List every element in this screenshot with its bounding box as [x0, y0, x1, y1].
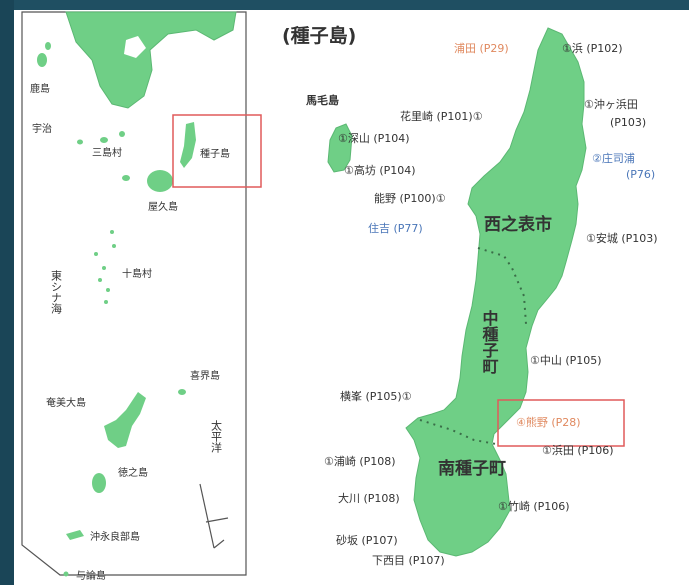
top-border [0, 0, 689, 10]
label-toshima: 十島村 [122, 267, 152, 280]
island-small-1 [45, 42, 51, 50]
place-miyama: ①深山 (P104) [338, 132, 410, 145]
place-yokomine: 横峯 (P105)① [340, 389, 412, 403]
island-dot [104, 300, 108, 304]
place-kumano: ④熊野 (P28) [516, 415, 581, 429]
label-pacific: 太平洋 [210, 420, 223, 453]
inset-tanegashima [180, 122, 196, 168]
kyushu-land [65, 11, 237, 109]
place-okawa: 大川 (P108) [338, 491, 400, 505]
inset-amami [104, 392, 146, 448]
label-tanegashima-inset: 種子島 [200, 147, 230, 160]
island-koshiki [37, 53, 47, 67]
label-amami: 奄美大島 [46, 396, 86, 409]
label-uji: 宇治 [32, 122, 52, 135]
left-border [0, 0, 14, 585]
inset-tokunoshima [92, 473, 106, 493]
island-takeshima [119, 131, 125, 137]
place-okigahamada-page: (P103) [610, 116, 646, 129]
place-okigahamada: ①沖ヶ浜田 [584, 98, 638, 111]
place-urasaki: ①浦崎 (P108) [324, 454, 396, 468]
place-nakayama: ①中山 (P105) [530, 354, 602, 367]
label-east-china-sea: 東シナ海 [50, 270, 63, 315]
label-nakatane: 中種子町 [480, 309, 499, 375]
inset-kikaijima [178, 389, 186, 395]
island-iojima [100, 137, 108, 143]
label-nishinoomote: 西之表市 [484, 214, 552, 235]
place-noma: 能野 (P100)① [374, 191, 446, 205]
island-dot [106, 288, 110, 292]
island-dot [98, 278, 102, 282]
label-minamitane: 南種子町 [438, 458, 506, 479]
island-dot [102, 266, 106, 270]
map-title: (種子島) [282, 24, 356, 47]
inset-map: 鹿島 宇治 三島村 種子島 屋久島 十島村 喜界島 奄美大島 徳之島 沖永良部島… [21, 11, 262, 582]
inset-yoron [63, 571, 69, 577]
inset-highlight-box [172, 114, 262, 188]
label-yakushima: 屋久島 [148, 200, 178, 213]
inset-okinoerabu [66, 530, 84, 540]
label-kuchinoerabu-area: 鹿島 [30, 82, 50, 95]
label-kikaijima: 喜界島 [190, 369, 220, 382]
place-urata: 浦田 (P29) [454, 42, 509, 55]
place-hanazatozaki: 花里崎 (P101)① [400, 109, 483, 123]
place-takesaki: ①竹崎 (P106) [498, 499, 570, 513]
island-dot [110, 230, 114, 234]
place-sunasaka: 砂坂 (P107) [336, 534, 398, 547]
place-hama: ①浜 (P102) [562, 42, 623, 55]
place-shojiura-page: (P76) [626, 168, 655, 181]
label-mageshima: 馬毛島 [306, 93, 339, 107]
place-sumiyoshi: 住吉 (P77) [368, 221, 423, 235]
label-okinoerabu: 沖永良部島 [90, 530, 140, 543]
kagoshima-bay [124, 36, 146, 58]
island-dot [94, 252, 98, 256]
label-mishima: 三島村 [92, 146, 122, 159]
label-tokunoshima: 徳之島 [118, 466, 148, 479]
island-kuroshima [77, 139, 83, 145]
place-shimonishime: 下西目 (P107) [372, 554, 445, 567]
island-kuchinoerabu [122, 175, 130, 181]
place-hamada: ①浜田 (P106) [542, 444, 614, 457]
label-yoron: 与論島 [76, 569, 106, 582]
inset-yakushima [147, 170, 173, 192]
mageshima-land [327, 123, 353, 173]
kumano-highlight-box [497, 399, 625, 447]
island-dot [112, 244, 116, 248]
main-map: (種子島) 西之表市 中種子町 南種子町 馬毛島 浦田 (P29) ①浜 (P1… [282, 24, 658, 567]
place-anjo: ①安城 (P103) [586, 231, 658, 245]
tanegashima-land [405, 27, 587, 557]
place-shojiura: ②庄司浦 [592, 151, 635, 165]
place-takabo: ①高坊 (P104) [344, 163, 416, 177]
north-arrow-icon [199, 483, 229, 549]
